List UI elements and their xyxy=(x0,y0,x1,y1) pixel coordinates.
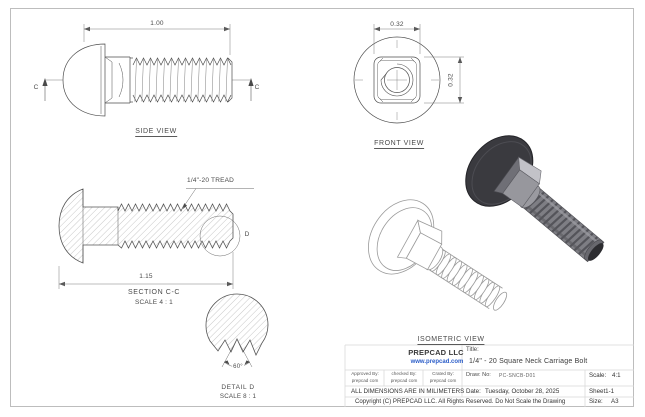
title-label: Title: xyxy=(466,347,479,353)
isometric-bolt-wireframe xyxy=(368,199,508,311)
side-view-drawing xyxy=(62,43,233,117)
section-cc-scale-label: SCALE 4 : 1 xyxy=(135,299,173,306)
checked-by-label: checked By: xyxy=(391,371,417,376)
section-cc-label: SECTION C-C xyxy=(127,289,181,296)
thread-angle-label: 60° xyxy=(232,364,244,370)
side-view-label: SIDE VIEW xyxy=(135,128,177,137)
front-height-dim-label: 0.32 xyxy=(447,73,455,87)
detail-d-scale-label: SCALE 8 : 1 xyxy=(219,393,257,400)
detail-d-label: DETAIL D xyxy=(221,384,255,391)
sheet-value: Sheet1-1 xyxy=(589,388,615,395)
title-block-grid xyxy=(344,344,634,407)
section-letter-left: C xyxy=(33,84,39,91)
isometric-view-label: ISOMETRIC VIEW xyxy=(417,336,485,345)
side-length-dimension xyxy=(83,24,231,55)
scale-label: Scale: xyxy=(589,372,607,379)
company-website-link[interactable]: www.prepcad.com xyxy=(410,359,464,365)
size-value: A3 xyxy=(611,398,619,405)
checked-by-value: prepcad com xyxy=(390,377,418,383)
front-view-label: FRONT VIEW xyxy=(374,140,424,149)
date-value: Tuesday, October 28, 2025 xyxy=(485,388,560,395)
section-cut-markers xyxy=(42,78,254,101)
front-dimensions xyxy=(373,24,464,104)
dimensions-note: ALL DIMENSIONS ARE IN MILIMETERS xyxy=(351,388,465,395)
detail-letter-label: D xyxy=(244,231,250,238)
company-name: PREPCAD LLC xyxy=(408,348,464,357)
date-label: Date: xyxy=(466,388,481,395)
section-length-dim-label: 1.15 xyxy=(139,273,153,280)
draw-no-value: PC-SNCB-D01 xyxy=(499,373,536,379)
created-by-label: Crated By: xyxy=(432,371,454,376)
approved-by-label: Approved By: xyxy=(351,371,379,376)
section-letter-right: C xyxy=(254,84,260,91)
copyright-note: Copyright (C) PREPCAD LLC. All Rights Re… xyxy=(355,398,566,405)
isometric-bolt-shaded xyxy=(465,135,605,263)
drawing-title: 1/4" - 20 Square Neck Carriage Bolt xyxy=(469,358,588,365)
front-view-drawing xyxy=(353,36,441,124)
thread-callout-label: 1/4"-20 TREAD xyxy=(187,177,235,184)
section-cc-drawing xyxy=(58,188,254,264)
created-by-value: prepcad com xyxy=(429,377,457,383)
draw-no-label: Draw: No: xyxy=(466,372,491,378)
scale-value: 4:1 xyxy=(612,372,621,379)
section-length-dimension xyxy=(58,252,234,289)
approved-by-value: prepcad com xyxy=(351,377,379,383)
side-length-dim-label: 1.00 xyxy=(150,20,164,27)
detail-d-drawing xyxy=(205,293,269,368)
sheet-frame xyxy=(10,8,634,407)
front-width-dim-label: 0.32 xyxy=(390,21,404,28)
size-label: Size: xyxy=(589,398,603,405)
